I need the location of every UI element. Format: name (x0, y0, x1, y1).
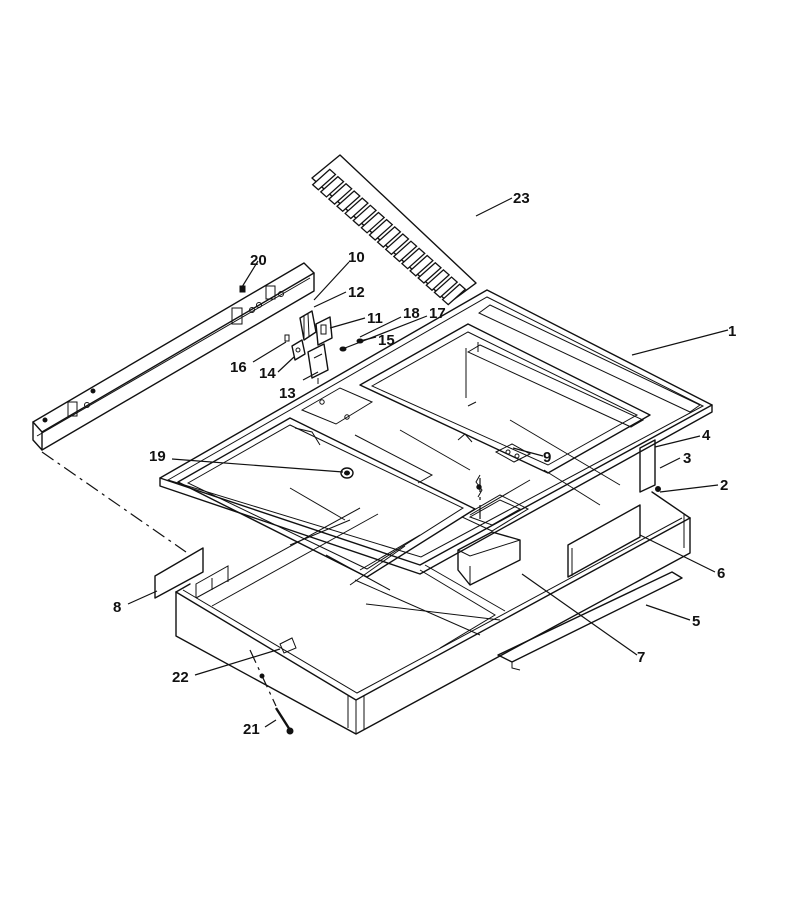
callout-19: 19 (149, 448, 166, 465)
grate-bar (311, 168, 337, 191)
grate-bar (400, 247, 426, 270)
callout-8: 8 (113, 599, 121, 616)
callout-22: 22 (172, 669, 189, 686)
callout-13: 13 (279, 385, 296, 402)
grate-bar (360, 211, 386, 234)
switch-part-11 (315, 316, 333, 346)
callout-3: 3 (683, 450, 691, 467)
switch-part-14 (291, 339, 306, 361)
callout-4: 4 (702, 427, 711, 444)
igniter-part-19 (340, 467, 354, 479)
grate-bar (344, 197, 369, 220)
baffle-part-7 (457, 531, 521, 586)
callout-5: 5 (692, 613, 700, 630)
callout-12: 12 (348, 284, 365, 301)
side-plate-part-8 (154, 547, 204, 599)
callout-18: 18 (403, 305, 420, 322)
rear-plate-part-6 (567, 504, 641, 578)
screw-part-21 (274, 707, 294, 735)
leader-lines (127, 197, 729, 728)
grate-bar (376, 225, 402, 249)
callout-2: 2 (720, 477, 728, 494)
callout-16: 16 (230, 359, 247, 376)
switch-part-13 (307, 343, 329, 384)
callout-10: 10 (348, 249, 365, 266)
callout-6: 6 (717, 565, 725, 582)
fasteners-part-15-17-18 (339, 338, 364, 352)
callout-7: 7 (637, 649, 645, 666)
switch-part-12 (299, 310, 317, 341)
callout-14: 14 (259, 365, 276, 382)
callout-9: 9 (543, 449, 551, 466)
assembly-line-panel-to-side (41, 451, 187, 553)
grate-bar (433, 276, 459, 299)
grate-bar (441, 283, 467, 306)
grate-bar (368, 218, 394, 241)
grate-bar (425, 269, 451, 292)
screw-part-3 (655, 486, 661, 492)
bottom-plate-part-5 (497, 571, 683, 671)
bracket-part-4 (639, 439, 656, 493)
assembly-line-screw-21 (249, 649, 277, 707)
grate-bar (319, 175, 345, 198)
grate-bar (352, 204, 378, 227)
callout-23: 23 (513, 190, 530, 207)
grate-bar (327, 182, 353, 205)
callout-17: 17 (429, 305, 446, 322)
grate-bar (336, 190, 361, 213)
callout-labels: 1 2 3 4 5 6 7 8 9 10 11 12 13 14 15 16 1… (113, 190, 736, 738)
pan-part-2 (175, 419, 691, 735)
grate-bar (392, 240, 418, 263)
callout-1: 1 (728, 323, 736, 340)
callout-15: 15 (378, 332, 395, 349)
grate-bar (384, 233, 410, 256)
control-panel-part-10 (32, 262, 315, 451)
grate-bars (311, 168, 467, 306)
callout-21: 21 (243, 721, 260, 738)
callout-11: 11 (367, 310, 383, 327)
grate-bar (417, 261, 442, 284)
grate-bar (409, 254, 434, 277)
clip-part-16 (284, 334, 290, 342)
callout-20: 20 (250, 252, 267, 269)
grate-part-23 (311, 154, 477, 306)
cooktop-frame-part-1 (159, 289, 713, 578)
